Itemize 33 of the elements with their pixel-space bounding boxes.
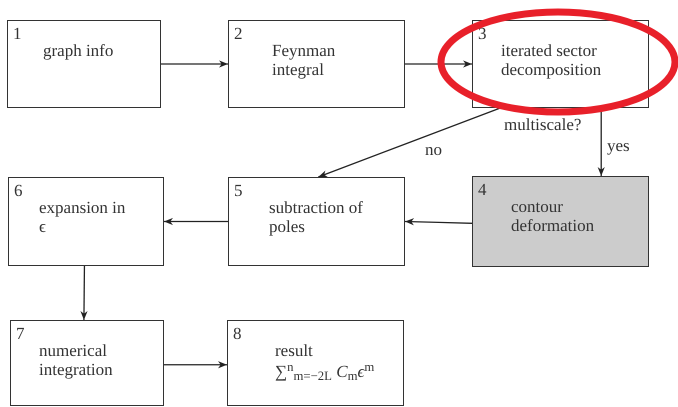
process-box [10, 320, 164, 406]
step-number: 7 [16, 324, 24, 344]
step-number: 4 [478, 180, 486, 200]
step-label: expansion in ϵ [39, 198, 126, 236]
formula: ∑$^{n}$$_{m=−2L}$ C$_{m}$ϵ$^{m}$ [275, 362, 376, 382]
process-box [8, 177, 164, 266]
step-number: 8 [233, 324, 242, 344]
process-box [7, 20, 161, 108]
condition-label: multiscale? [504, 116, 582, 134]
arrow [405, 60, 472, 68]
step-number: 3 [478, 24, 486, 44]
arrow [318, 107, 501, 178]
step-number: 6 [14, 181, 22, 201]
step-label: numerical integration [39, 341, 114, 379]
arrow [161, 60, 228, 68]
process-box [228, 20, 405, 108]
process-box [228, 177, 405, 266]
step-number: 1 [13, 24, 22, 44]
process-box [472, 176, 649, 267]
step-label: contour deformation [511, 197, 596, 235]
arrow [164, 218, 228, 226]
step-label: graph info [43, 41, 114, 60]
process-box [472, 20, 649, 108]
process-box [227, 320, 404, 406]
arrow [404, 218, 472, 226]
arrow [164, 361, 227, 368]
step-label: Feynman integral [272, 41, 336, 79]
step-number: 2 [234, 24, 242, 44]
step-label: result [275, 341, 314, 360]
step-label: iterated sector decomposition [501, 41, 602, 79]
arrow [80, 266, 88, 320]
step-number: 5 [234, 181, 242, 201]
step-label: subtraction of poles [269, 198, 364, 236]
